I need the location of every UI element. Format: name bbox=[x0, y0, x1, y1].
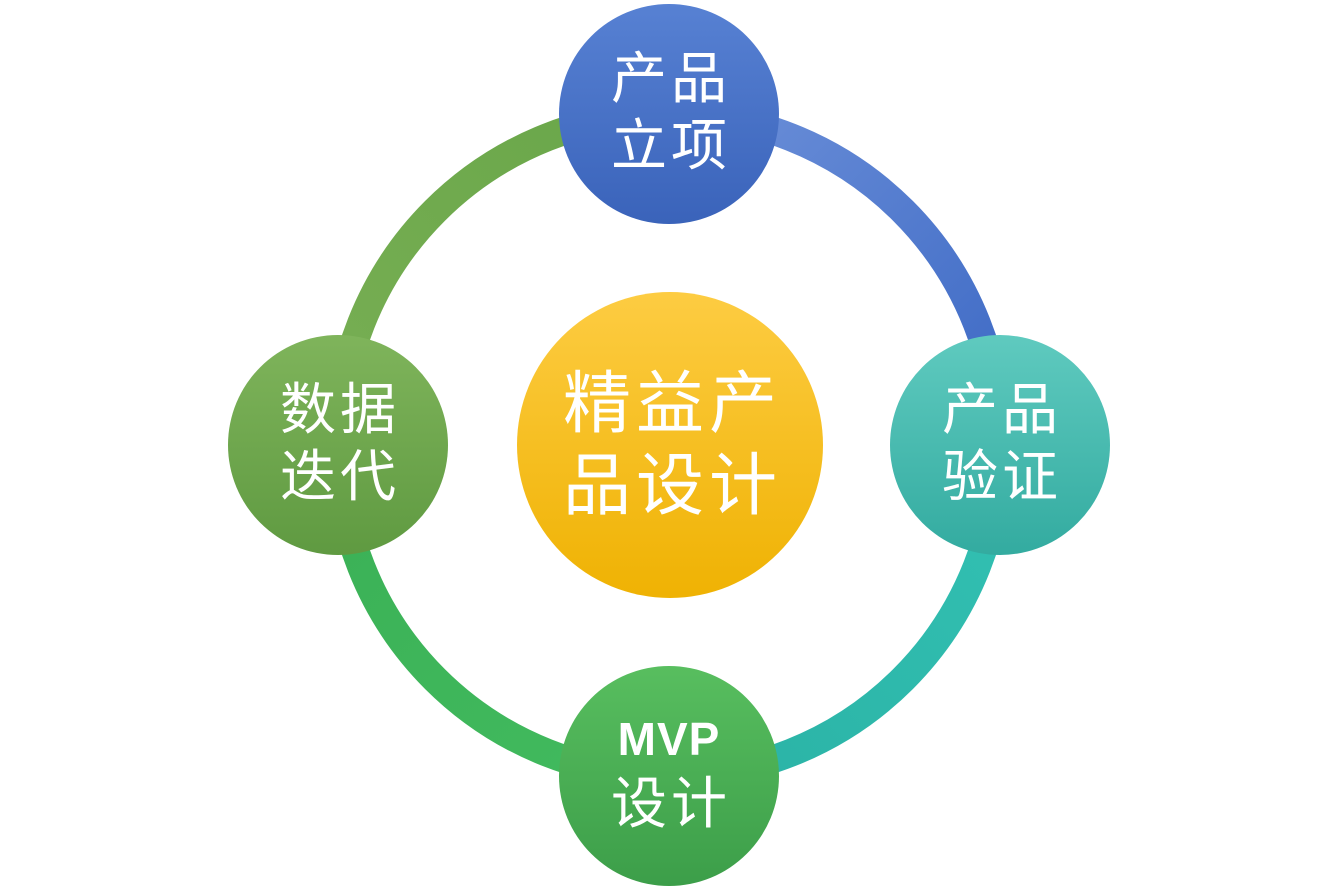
node-label-line: 产品 bbox=[611, 49, 731, 111]
node-label-line: 迭代 bbox=[280, 447, 400, 509]
center-label-line: 精益产 bbox=[562, 366, 782, 442]
node-data-iteration: 数据 迭代 bbox=[228, 335, 448, 555]
node-label-line: 立项 bbox=[611, 116, 731, 178]
node-label-line: 产品 bbox=[942, 380, 1062, 442]
node-lean-product-design-center: 精益产 品设计 bbox=[517, 292, 823, 598]
node-label-line: 数据 bbox=[280, 380, 400, 442]
node-label-line: MVP bbox=[617, 713, 721, 765]
node-product-initiation: 产品 立项 bbox=[559, 4, 779, 224]
center-label-line: 品设计 bbox=[562, 448, 782, 524]
node-label-line: 验证 bbox=[942, 447, 1062, 509]
node-label-line: 设计 bbox=[611, 774, 731, 836]
node-mvp-design: MVP 设计 bbox=[559, 666, 779, 886]
node-product-validation: 产品 验证 bbox=[890, 335, 1110, 555]
